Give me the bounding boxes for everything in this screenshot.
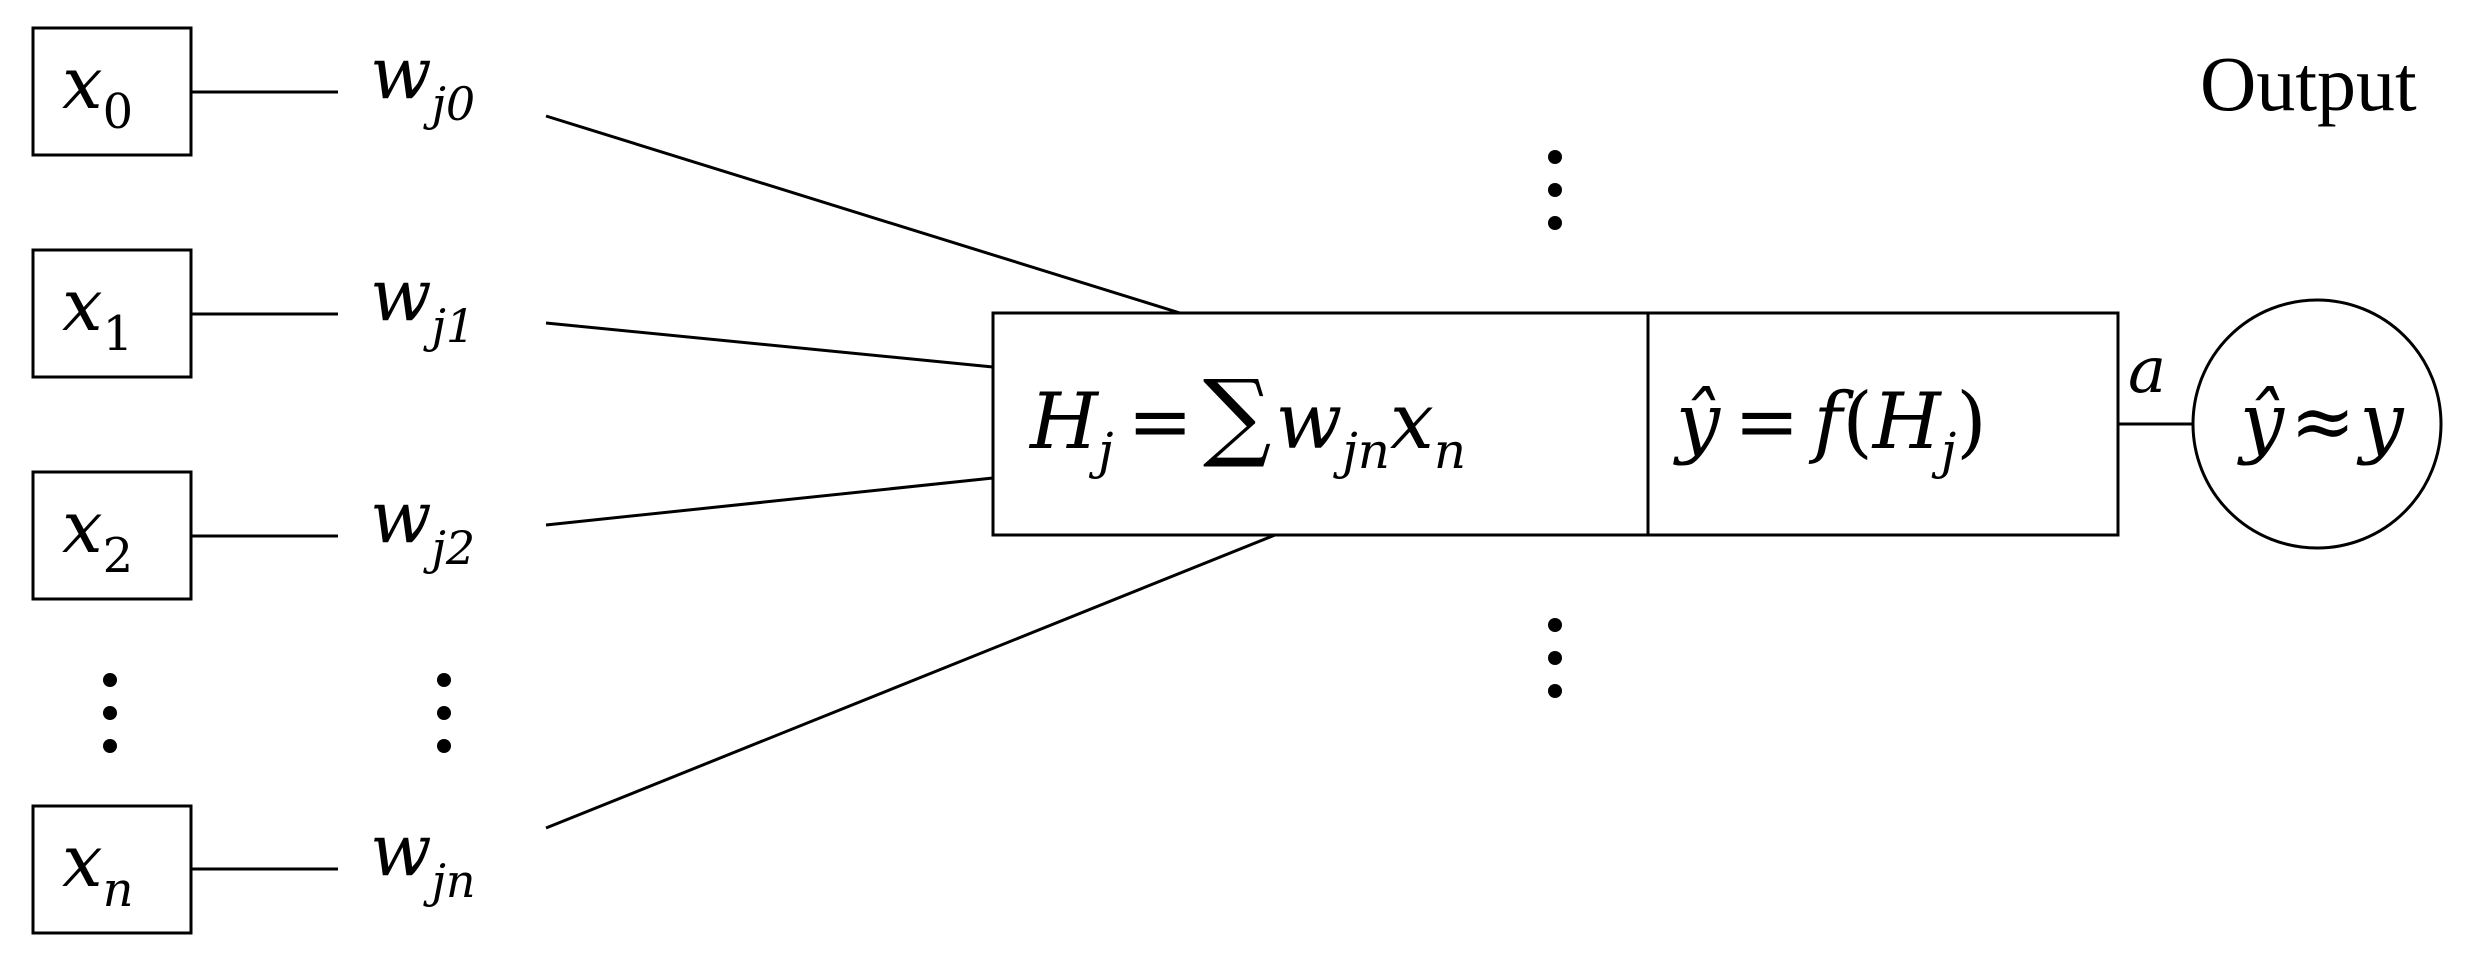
- weight-label-jn: wjn: [370, 808, 476, 908]
- input-label: x: [62, 819, 103, 903]
- svg-text:x0: x0: [62, 41, 133, 140]
- vertical-ellipsis-weights: [437, 673, 451, 753]
- vertical-ellipsis-bottom: [1548, 618, 1562, 698]
- summation-cell: [991, 311, 1650, 537]
- input-node-x2: x2: [31, 470, 193, 601]
- activation-cell: [1646, 311, 2120, 537]
- input-label: x: [62, 485, 103, 569]
- weight-neuron-connector: [545, 114, 1181, 315]
- input-subscript: 1: [103, 306, 134, 362]
- output-title: Output: [2200, 40, 2417, 127]
- weight-neuron-connector: [545, 476, 994, 527]
- weight-neuron-connector: [545, 321, 994, 369]
- input-subscript: 2: [103, 528, 134, 584]
- output-node: [2191, 298, 2443, 550]
- weight-label-j1: wj1: [370, 253, 475, 353]
- weight-neuron-connector: [545, 533, 1276, 830]
- input-node-xn: xn: [31, 804, 193, 935]
- activation-formula: ŷ=f(Hj): [1673, 377, 1987, 480]
- svg-text:x1: x1: [62, 263, 133, 362]
- summation-formula: Hj=∑wjnxn: [1028, 359, 1466, 480]
- output-formula: ŷ≈y: [2237, 377, 2404, 467]
- svg-text:xn: xn: [62, 819, 134, 918]
- vertical-ellipsis-top: [1548, 150, 1562, 230]
- connection-label: a: [2128, 334, 2166, 408]
- input-node-x1: x1: [31, 248, 193, 379]
- vertical-ellipsis-inputs: [103, 673, 117, 753]
- weight-label-j0: wj0: [370, 31, 475, 131]
- input-subscript: n: [103, 862, 134, 918]
- weight-label-j2: wj2: [370, 475, 475, 575]
- input-label: x: [62, 263, 103, 347]
- input-label: x: [62, 41, 103, 125]
- svg-text:x2: x2: [62, 485, 133, 584]
- input-node-x0: x0: [31, 26, 193, 157]
- input-subscript: 0: [103, 84, 134, 140]
